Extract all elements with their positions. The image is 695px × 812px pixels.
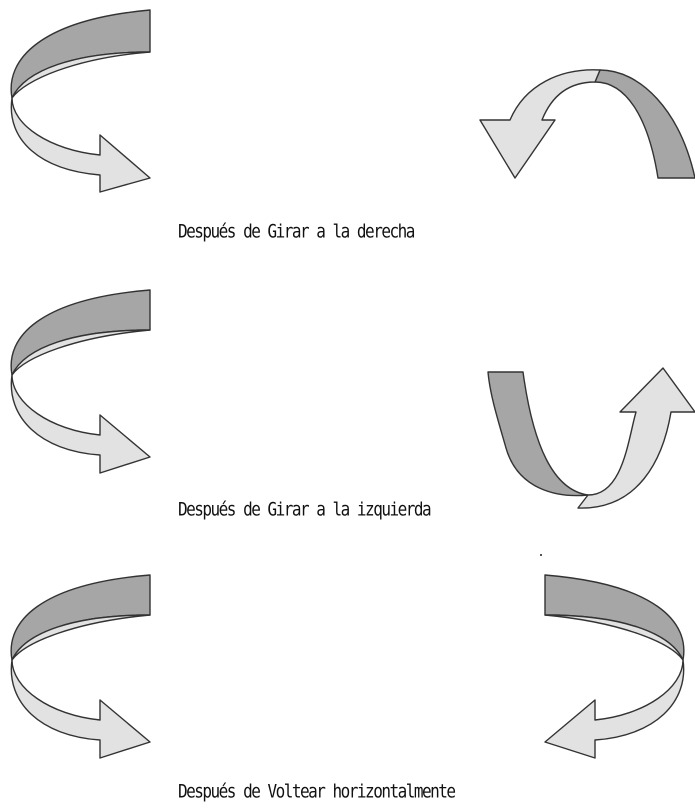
curved-arrow-shape (487, 367, 695, 509)
caption-flip-horizontal: Después de Voltear horizontalmente (178, 780, 456, 802)
rotated-right-arrow (479, 69, 695, 179)
caption-rotate-right: Después de Girar a la derecha (178, 220, 415, 242)
curved-arrow-shape (479, 69, 695, 179)
original-curved-arrow-1 (10, 9, 151, 193)
stray-dot (540, 554, 542, 556)
curved-arrow-shape (10, 289, 151, 474)
curved-arrow-shape (10, 9, 151, 193)
rotated-left-arrow (487, 367, 695, 509)
curved-arrow-shape (544, 574, 685, 759)
caption-rotate-left: Después de Girar a la izquierda (178, 498, 432, 520)
curved-arrow-shape (10, 574, 151, 759)
flipped-horizontal-arrow (544, 574, 685, 759)
original-curved-arrow-2 (10, 289, 151, 474)
original-curved-arrow-3 (10, 574, 151, 759)
